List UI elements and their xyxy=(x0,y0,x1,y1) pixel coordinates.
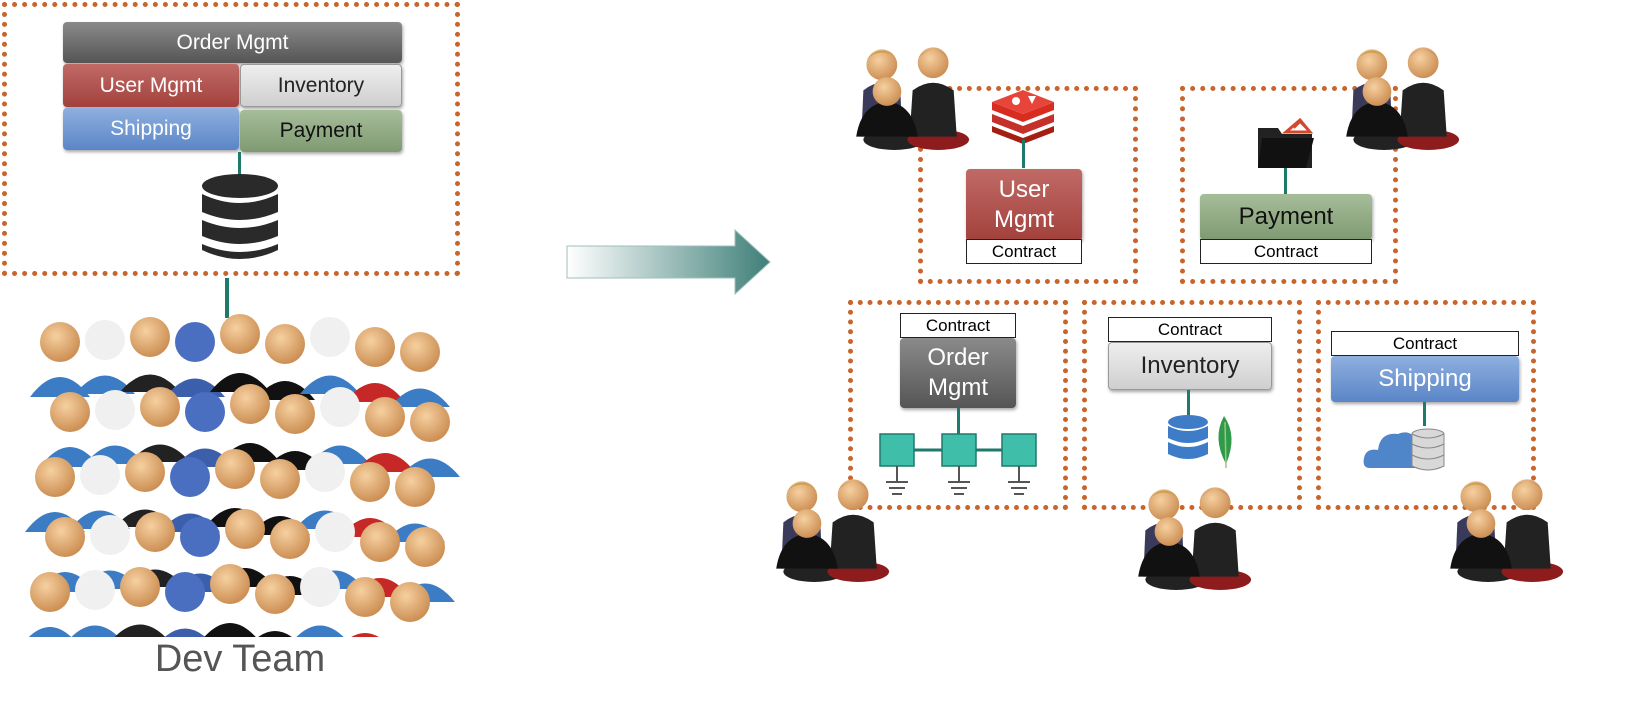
order-mgmt-label-line2: Mgmt xyxy=(928,374,988,401)
shipping-service-block: Shipping xyxy=(1331,356,1519,402)
inventory-label: Inventory xyxy=(1140,352,1240,379)
database-icon xyxy=(202,174,278,259)
monolith-payment-label: Payment xyxy=(279,119,363,142)
shipping-contract: Contract xyxy=(1331,331,1519,356)
database-leaf-icon xyxy=(1168,415,1232,469)
dev-team-connector xyxy=(225,278,229,318)
redis-icon xyxy=(992,90,1054,144)
monolith-order-mgmt-block: Order Mgmt xyxy=(63,22,402,63)
order-mgmt-contract: Contract xyxy=(900,313,1016,338)
user-mgmt-label-line1: User xyxy=(998,176,1050,203)
dev-team-label: Dev Team xyxy=(154,638,326,680)
inventory-contract: Contract xyxy=(1108,317,1272,342)
shipping-service-boundary xyxy=(1316,300,1536,510)
payment-contract: Contract xyxy=(1200,239,1372,264)
inventory-service-boundary xyxy=(1082,300,1302,510)
team-pair-user-mgmt xyxy=(840,34,975,152)
shipping-label: Shipping xyxy=(1378,365,1472,392)
shipping-connector xyxy=(1423,402,1426,426)
monolith-order-mgmt-label: Order Mgmt xyxy=(176,30,289,54)
monolith-user-mgmt-block: User Mgmt xyxy=(63,64,239,107)
team-pair-order-mgmt xyxy=(760,466,895,584)
network-nodes-icon xyxy=(879,433,1037,495)
user-mgmt-service-boundary xyxy=(918,86,1138,284)
inventory-connector xyxy=(1187,390,1190,416)
team-pair-inventory xyxy=(1122,474,1257,592)
monolith-payment-block: Payment xyxy=(240,110,402,152)
team-pair-shipping xyxy=(1434,466,1569,584)
order-mgmt-label-line1: Order xyxy=(927,344,989,371)
cloud-database-icon xyxy=(1363,428,1445,471)
folder-icon xyxy=(1258,118,1314,168)
monolith-shipping-label: Shipping xyxy=(110,117,192,140)
user-mgmt-label-line2: Mgmt xyxy=(994,206,1054,233)
user-mgmt-contract: Contract xyxy=(966,239,1082,264)
monolith-shipping-block: Shipping xyxy=(63,108,239,150)
monolith-inventory-label: Inventory xyxy=(277,73,365,97)
payment-connector xyxy=(1284,168,1287,194)
user-mgmt-connector xyxy=(1022,140,1025,168)
monolith-boundary xyxy=(2,2,460,276)
payment-service-block: Payment xyxy=(1200,194,1372,240)
order-mgmt-connector xyxy=(957,408,960,434)
order-mgmt-service-block: Order Mgmt xyxy=(900,338,1016,408)
arrow-right-icon xyxy=(566,228,771,296)
user-mgmt-service-block: User Mgmt xyxy=(966,169,1082,241)
dev-team-crowd xyxy=(25,314,460,637)
payment-label: Payment xyxy=(1238,203,1334,230)
order-mgmt-service-boundary xyxy=(848,300,1068,510)
monolith-user-mgmt-label: User Mgmt xyxy=(99,73,203,97)
team-pair-payment xyxy=(1330,34,1465,152)
monolith-db-connector xyxy=(238,152,241,178)
payment-service-boundary xyxy=(1180,86,1398,284)
inventory-service-block: Inventory xyxy=(1108,342,1272,390)
monolith-inventory-block: Inventory xyxy=(240,64,402,107)
